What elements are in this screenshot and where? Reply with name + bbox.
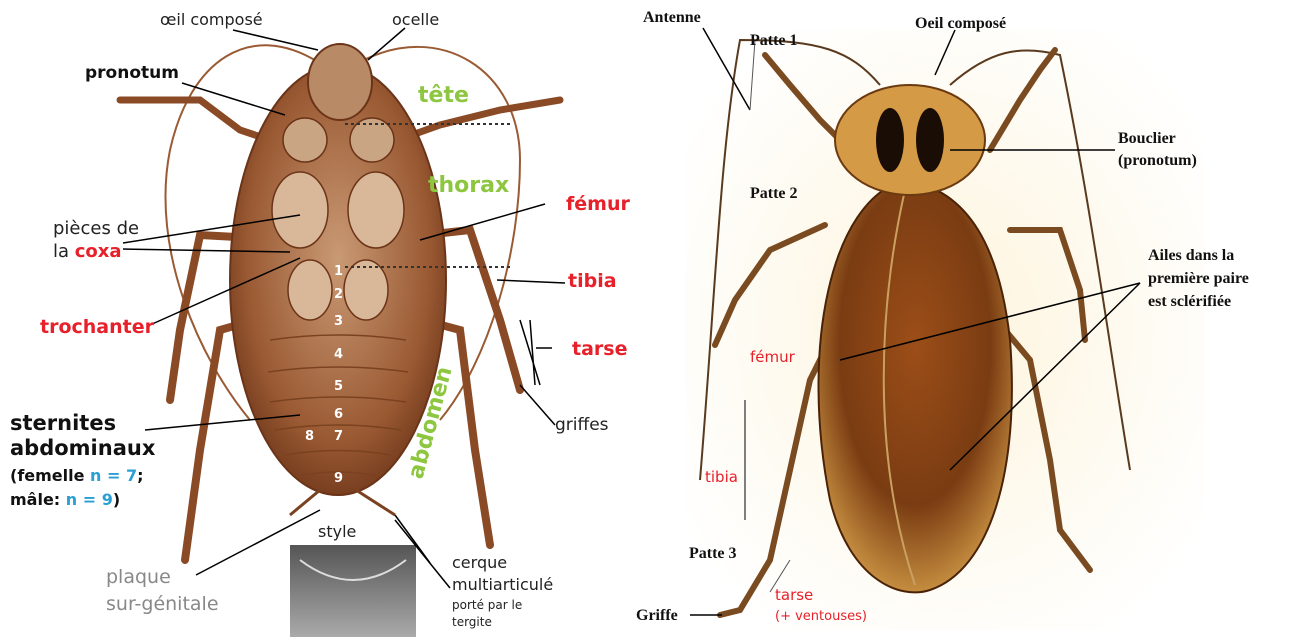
- label-griffe: Griffe: [636, 607, 678, 624]
- segment-number-4: 4: [334, 347, 343, 362]
- label-sternites: sternites: [10, 411, 116, 435]
- label-pronotum-right: (pronotum): [1118, 152, 1197, 169]
- label-tibia-right: tibia: [705, 468, 738, 486]
- segment-number-3: 3: [334, 314, 343, 329]
- label-la-coxa: la coxa: [53, 241, 122, 262]
- label-ocelle: ocelle: [392, 10, 439, 29]
- label-tete: tête: [418, 83, 469, 108]
- label-thorax: thorax: [428, 173, 509, 198]
- label-porte-par-le: porté par le: [452, 598, 522, 612]
- label-style: style: [318, 522, 356, 541]
- label-oeil-compose-right: Oeil composé: [915, 15, 1006, 32]
- dorsal-cockroach-illustration: [685, 30, 1205, 630]
- label-abdominaux: abdominaux: [10, 436, 156, 460]
- label-ailes-1: Ailes dans la: [1148, 247, 1234, 264]
- label-bouclier: Bouclier: [1118, 130, 1176, 147]
- label-male-n: mâle: n = 9): [10, 490, 120, 509]
- segment-number-2: 2: [334, 287, 343, 302]
- segment-number-9: 9: [334, 471, 343, 486]
- label-ventouses: (+ ventouses): [775, 609, 867, 624]
- label-tergite: tergite: [452, 615, 492, 629]
- label-trochanter: trochanter: [40, 316, 155, 338]
- segment-number-7: 7: [334, 429, 343, 444]
- segment-number-6: 6: [334, 407, 343, 422]
- label-sur-genitale: sur-génitale: [106, 593, 219, 615]
- segment-number-5: 5: [334, 379, 343, 394]
- label-pronotum-left: pronotum: [85, 63, 179, 83]
- sem-photo-inset: [290, 545, 416, 637]
- label-tarse-left: tarse: [572, 338, 627, 360]
- label-femur-right: fémur: [750, 348, 796, 366]
- label-antenne: Antenne: [643, 9, 701, 26]
- ventral-cockroach-illustration: [120, 44, 560, 637]
- label-oeil-compose-left: œil composé: [160, 10, 263, 29]
- label-ailes-2: première paire: [1148, 270, 1249, 287]
- label-patte-1: Patte 1: [750, 32, 798, 49]
- label-patte-3: Patte 3: [689, 545, 737, 562]
- label-femur-left: fémur: [566, 193, 630, 215]
- label-patte-2: Patte 2: [750, 185, 798, 202]
- label-griffes: griffes: [555, 415, 609, 435]
- label-tibia-left: tibia: [568, 270, 617, 292]
- label-ailes-3: est sclérifiée: [1148, 293, 1231, 310]
- label-femelle-n: (femelle n = 7;: [10, 466, 144, 485]
- label-multiarticule: multiarticulé: [452, 575, 553, 594]
- label-plaque: plaque: [106, 566, 171, 588]
- label-tarse-right: tarse: [775, 586, 813, 604]
- label-pieces-de: pièces de: [53, 218, 139, 239]
- segment-number-1: 1: [334, 264, 343, 279]
- label-cerque: cerque: [452, 553, 507, 572]
- segment-number-8: 8: [305, 429, 314, 444]
